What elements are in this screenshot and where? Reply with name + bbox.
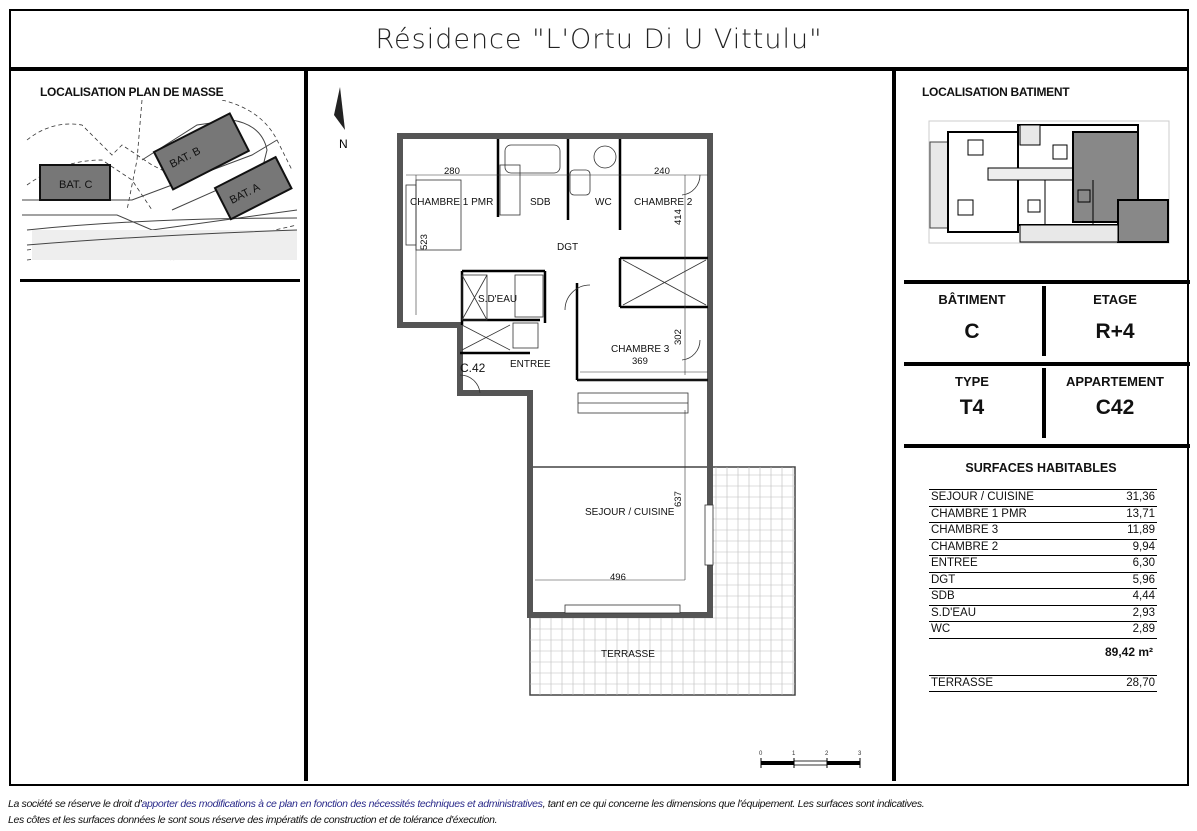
right-divider bbox=[892, 71, 896, 781]
dim-ch3-depth: 302 bbox=[673, 329, 684, 345]
scale-tick-1: 1 bbox=[792, 751, 796, 757]
appartement-value: C42 bbox=[1095, 396, 1135, 419]
surface-room: SDB bbox=[929, 588, 1104, 606]
surface-area: 2,93 bbox=[1103, 605, 1157, 622]
type-label: TYPE bbox=[955, 374, 989, 389]
room-label-chambre3: CHAMBRE 3 bbox=[611, 344, 670, 355]
dim-sejour-depth: 637 bbox=[673, 491, 684, 507]
disclaimer-part: La société se réserve le droit d' bbox=[8, 798, 142, 810]
title-band: Résidence "L'Ortu Di U Vittulu" bbox=[11, 11, 1187, 71]
dim-ch3-width: 369 bbox=[632, 356, 648, 367]
dim-sejour-width: 496 bbox=[610, 572, 626, 583]
surface-area: 13,71 bbox=[1103, 506, 1157, 523]
floor-plan: N bbox=[334, 87, 862, 768]
room-label-terrasse: TERRASSE bbox=[601, 649, 655, 660]
disclaimer-line-2: Les côtes et les surfaces données le son… bbox=[8, 814, 498, 826]
disclaimer-line-1: La société se réserve le droit d'apporte… bbox=[8, 798, 925, 810]
building-locator-plan bbox=[928, 120, 1170, 244]
info-separator-2 bbox=[904, 362, 1190, 366]
info-separator-1 bbox=[904, 280, 1190, 284]
surface-room: CHAMBRE 1 PMR bbox=[929, 506, 1104, 523]
type-value: T4 bbox=[959, 396, 985, 419]
etage-value: R+4 bbox=[1095, 320, 1135, 343]
room-label-chambre1: CHAMBRE 1 PMR bbox=[410, 197, 493, 208]
disclaimer-highlight: apporter des modifications à ce plan en … bbox=[141, 798, 543, 810]
fixtures bbox=[405, 144, 714, 614]
info-divider-1 bbox=[1042, 286, 1046, 356]
scale-tick-0: 0 bbox=[759, 751, 763, 757]
appartement-label: APPARTEMENT bbox=[1066, 374, 1164, 389]
surface-area: 4,44 bbox=[1103, 588, 1157, 606]
dim-ch1-width: 280 bbox=[444, 166, 460, 177]
north-arrow: N bbox=[334, 87, 348, 151]
room-label-wc: WC bbox=[595, 197, 612, 208]
left-divider bbox=[304, 71, 308, 781]
surface-room: ENTREE bbox=[929, 555, 1104, 573]
surface-area: 31,36 bbox=[1103, 490, 1157, 507]
batiment-label: BÂTIMENT bbox=[938, 292, 1006, 307]
surface-area: 9,94 bbox=[1103, 539, 1157, 556]
room-label-chambre2: CHAMBRE 2 bbox=[634, 197, 693, 208]
surface-area: 28,70 bbox=[1081, 675, 1157, 692]
building-a-shape: BAT. A bbox=[213, 155, 293, 221]
scale-tick-3: 3 bbox=[858, 751, 862, 757]
surface-room: SEJOUR / CUISINE bbox=[929, 490, 1104, 507]
room-label-sdeau: S.D'EAU bbox=[478, 294, 517, 305]
north-label: N bbox=[339, 137, 348, 151]
building-c-shape: BAT. C bbox=[39, 164, 111, 201]
room-label-entree: ENTREE bbox=[510, 359, 551, 370]
surface-room: TERRASSE bbox=[929, 675, 1082, 692]
building-locator-label: LOCALISATION BATIMENT bbox=[922, 85, 1070, 99]
terrace bbox=[529, 466, 796, 696]
info-separator-3 bbox=[904, 444, 1190, 448]
surfaces-total: 89,42 m² bbox=[1104, 644, 1153, 659]
scale-bar: 0 1 2 3 bbox=[759, 751, 862, 768]
site-plan-label: LOCALISATION PLAN DE MASSE bbox=[40, 85, 224, 99]
info-divider-2 bbox=[1042, 368, 1046, 438]
surface-room: CHAMBRE 2 bbox=[929, 539, 1104, 556]
closet-label: C.42 bbox=[460, 361, 486, 375]
surface-room: WC bbox=[929, 621, 1104, 639]
dim-ch1-depth: 523 bbox=[419, 234, 430, 250]
surface-area: 6,30 bbox=[1103, 555, 1157, 573]
surface-area: 11,89 bbox=[1103, 522, 1157, 540]
batiment-value: C bbox=[964, 320, 980, 343]
room-label-sdb: SDB bbox=[530, 197, 551, 208]
scale-tick-2: 2 bbox=[825, 751, 829, 757]
left-panel-separator bbox=[20, 279, 300, 282]
inner-walls bbox=[460, 139, 708, 382]
surface-area: 5,96 bbox=[1103, 572, 1157, 589]
outer-walls bbox=[397, 133, 713, 618]
dim-ch2-width: 240 bbox=[654, 166, 670, 177]
etage-label: ETAGE bbox=[1093, 292, 1137, 307]
room-label-sejour: SEJOUR / CUISINE bbox=[585, 507, 675, 518]
building-b-shape: BAT. B bbox=[152, 112, 251, 191]
surface-room: CHAMBRE 3 bbox=[929, 522, 1104, 540]
site-plan-map: BAT. B BAT. A BAT. C bbox=[22, 100, 298, 261]
surface-room: DGT bbox=[929, 572, 1104, 589]
page-title: Résidence "L'Ortu Di U Vittulu" bbox=[375, 23, 823, 55]
surface-room: S.D'EAU bbox=[929, 605, 1104, 622]
room-label-dgt: DGT bbox=[557, 242, 578, 253]
building-c-label: BAT. C bbox=[59, 179, 92, 191]
surface-area: 2,89 bbox=[1103, 621, 1157, 639]
sheet-frame bbox=[9, 9, 1189, 786]
table-row-terrasse: TERRASSE 28,70 bbox=[929, 675, 1157, 692]
surfaces-title: SURFACES HABITABLES bbox=[965, 461, 1117, 475]
disclaimer-part: , tant en ce qui concerne les dimensions… bbox=[542, 798, 925, 810]
dim-ch2-depth: 414 bbox=[673, 209, 684, 225]
